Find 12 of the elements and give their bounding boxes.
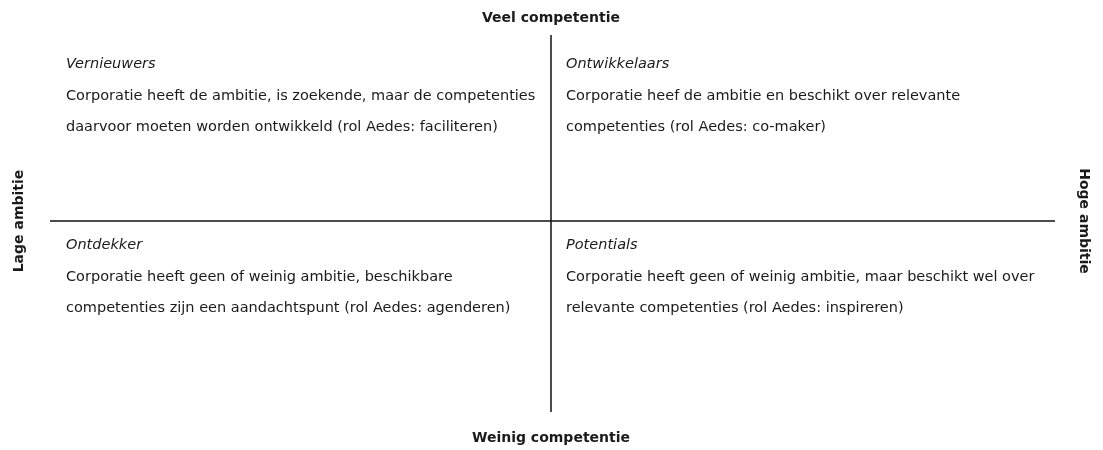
quadrant-title: Ontwikkelaars bbox=[566, 54, 670, 73]
axis-title: Lage ambitie bbox=[9, 169, 27, 273]
quadrant-description: Corporatie heeft geen of weinig ambitie, beschikbare competenties zijn een aandachtspunt (rol Aedes: agenderen) bbox=[66, 267, 512, 317]
quadrant-title: Vernieuwers bbox=[66, 54, 156, 73]
axis-title: Veel competentie bbox=[482, 8, 620, 26]
quadrant-title: Potentials bbox=[566, 235, 638, 254]
quadrant-description: Corporatie heef de ambitie en beschikt over relevante competenties (rol Aedes: co-maker) bbox=[566, 86, 962, 136]
quadrant-title: Ontdekker bbox=[66, 235, 143, 254]
axis-title: Weinig competentie bbox=[471, 428, 631, 446]
quadrant-description: Corporatie heeft de ambitie, is zoekende, maar de competenties daarvoor moeten worden ontwikkeld (rol Aedes: faciliteren) bbox=[66, 86, 537, 136]
axis-title: Hoge ambitie bbox=[1076, 168, 1094, 274]
quadrant-description: Corporatie heeft geen of weinig ambitie, maar beschikt wel over relevante competenties (rol Aedes: inspireren) bbox=[566, 267, 1036, 317]
